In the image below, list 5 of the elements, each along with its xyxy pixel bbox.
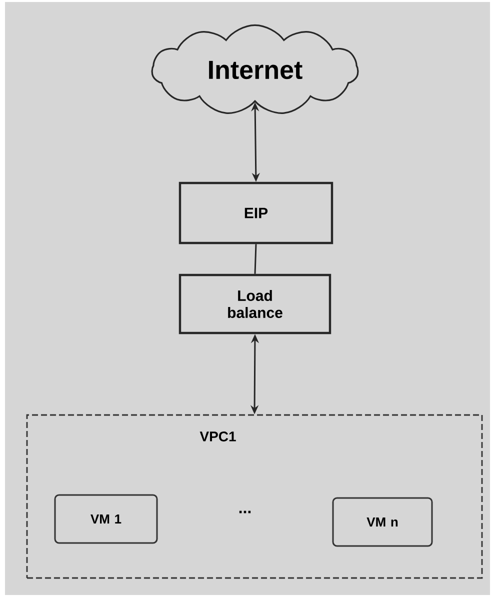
ellipsis: ... (239, 510, 251, 514)
vm-box: VM n (332, 497, 433, 547)
vm-box: VM 1 (54, 494, 158, 544)
process-box: EIP (178, 182, 334, 244)
process-box: Load balance (178, 274, 332, 334)
